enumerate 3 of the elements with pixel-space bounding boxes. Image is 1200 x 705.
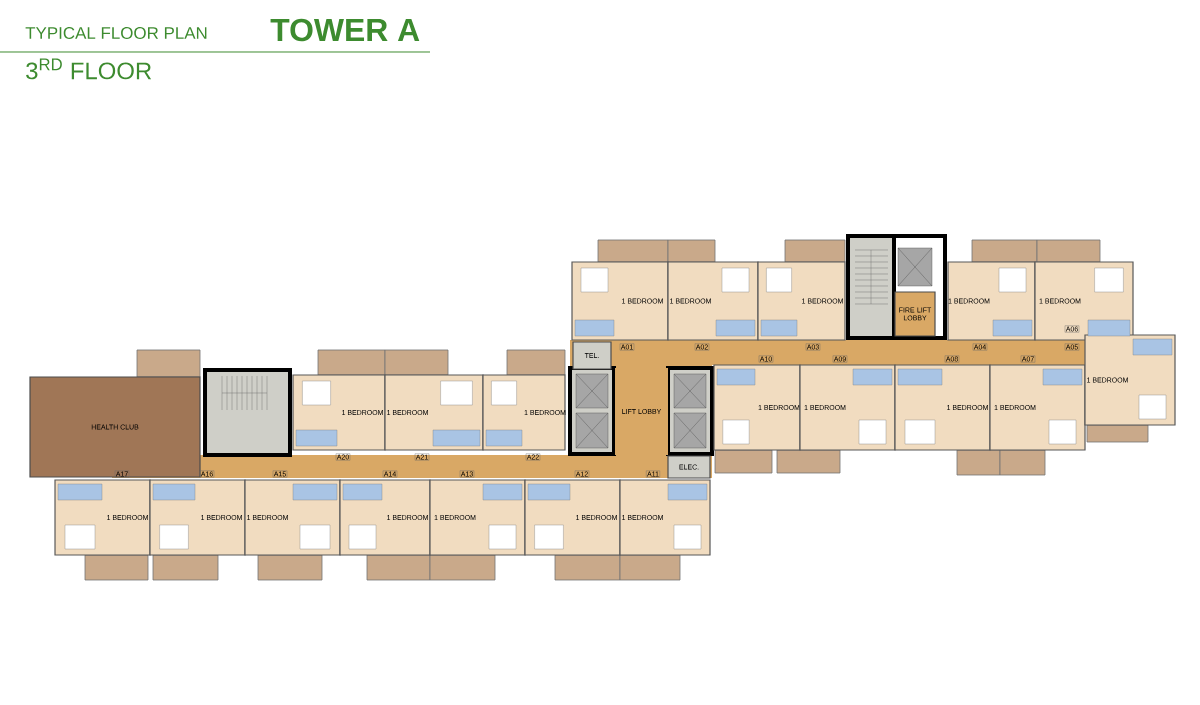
tower-name: TOWER A [270, 18, 420, 42]
floor-name: 3$^{RD}$ FLOOR [26, 58, 152, 80]
heading: TYPICAL FLOOR PLAN [25, 27, 207, 39]
